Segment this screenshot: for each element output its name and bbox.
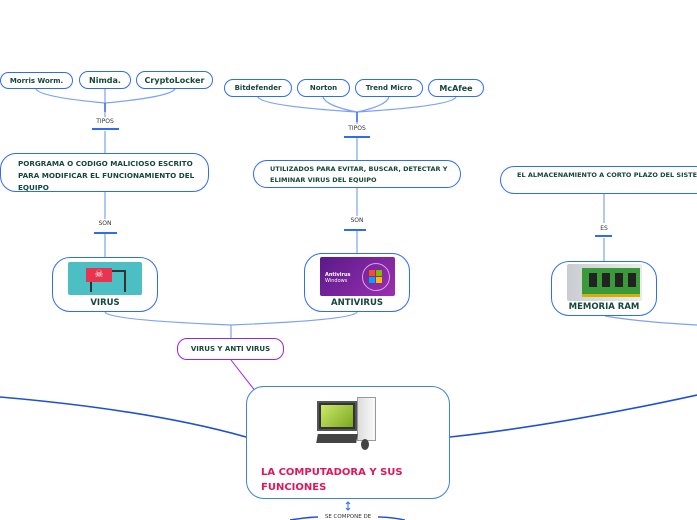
antivirus-type-norton[interactable]: Norton	[297, 79, 350, 97]
antivirus-type-bitdefender[interactable]: Bitdefender	[224, 79, 292, 97]
antivirus-type-trend-micro[interactable]: Trend Micro	[355, 79, 423, 97]
central-node[interactable]: LA COMPUTADORA Y SUS FUNCIONES	[246, 386, 450, 499]
virus-node[interactable]: ☠ VIRUS	[52, 257, 158, 312]
divider	[595, 235, 612, 237]
virus-type-cryptolocker[interactable]: CryptoLocker	[136, 71, 213, 89]
ram-definition-node[interactable]: EL ALMACENAMIENTO A CORTO PLAZO DEL SIST…	[500, 166, 697, 194]
ram-module-image	[567, 264, 642, 301]
antivirus-connector-label: SON	[350, 217, 364, 224]
ram-label: MEMORIA RAM	[568, 302, 640, 312]
antivirus-definition-node[interactable]: UTILIZADOS PARA EVITAR, BUSCAR, DETECTAR…	[253, 160, 461, 188]
virus-type-nimda[interactable]: Nimda.	[79, 71, 131, 89]
desktop-computer-icon	[317, 401, 357, 431]
divider	[94, 232, 117, 234]
ram-node[interactable]: MEMORIA RAM	[551, 261, 657, 316]
central-title: LA COMPUTADORA Y SUS FUNCIONES	[261, 467, 403, 493]
windows-logo-icon	[362, 263, 390, 291]
divider	[344, 136, 370, 138]
virus-types-label: TIPOS	[96, 118, 114, 125]
antivirus-image-text: Antivirus	[325, 272, 351, 278]
virus-hub-node[interactable]: VIRUS Y ANTI VIRUS	[177, 338, 284, 360]
virus-laptop-image: ☠	[68, 262, 142, 295]
virus-type-morris-worm[interactable]: Morris Worm.	[0, 72, 73, 89]
antivirus-types-label: TIPOS	[348, 125, 366, 132]
virus-connector-label: SON	[98, 220, 112, 227]
antivirus-type-mcafee[interactable]: McAfee	[428, 79, 484, 97]
skull-icon: ☠	[86, 268, 112, 282]
virus-definition-node[interactable]: PORGRAMA O CODIGO MALICIOSO ESCRITO PARA…	[0, 153, 209, 192]
divider	[344, 229, 366, 231]
ram-connector-label: ES	[600, 225, 608, 232]
antivirus-label: ANTIVIRUS	[331, 298, 383, 308]
divider	[92, 128, 119, 130]
antivirus-image-subtext: Windows	[325, 278, 348, 284]
central-connector-label: SE COMPONE DE	[324, 514, 372, 520]
virus-label: VIRUS	[90, 298, 120, 308]
